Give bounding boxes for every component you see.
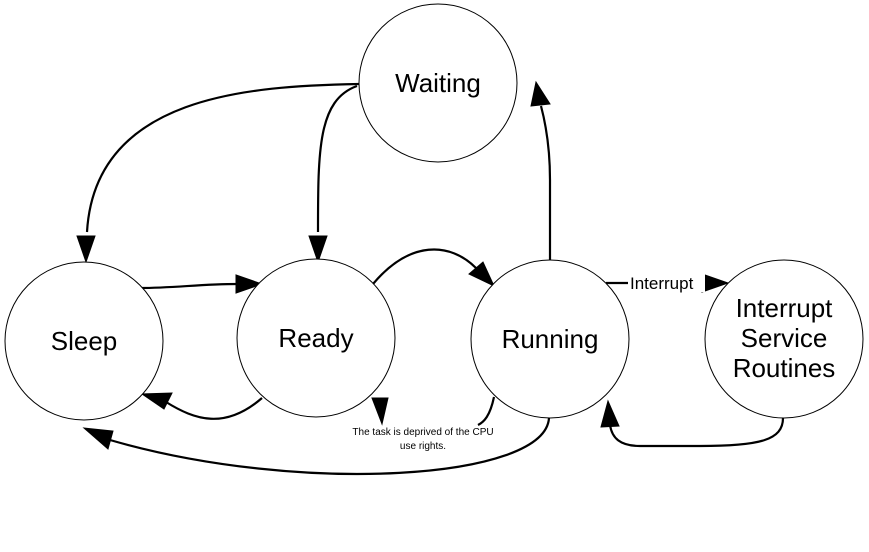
ready-circle xyxy=(236,258,396,418)
edge-waiting-to-sleep xyxy=(85,82,361,233)
state-isr: Interrupt Service Routines xyxy=(704,259,864,419)
isr-label-line-1: Interrupt xyxy=(736,293,834,323)
isr-label-line-3: Routines xyxy=(733,353,836,383)
edge-sleep-to-ready xyxy=(139,282,239,290)
arrowhead-waiting-to-sleep xyxy=(76,235,96,264)
interrupt-label-bg xyxy=(628,272,705,292)
edge-running-to-ready xyxy=(477,396,496,426)
state-ready: Ready xyxy=(236,258,396,418)
edge-isr-to-running xyxy=(608,417,785,448)
note-line-2: use rights. xyxy=(400,441,446,452)
edge-ready-to-sleep xyxy=(165,397,263,420)
arrowhead-ready-to-running xyxy=(468,261,496,288)
state-running: Running xyxy=(470,259,630,419)
arrowhead-running-to-sleep xyxy=(82,427,114,450)
arrowhead-isr-to-running xyxy=(600,399,620,428)
sleep-label: Sleep xyxy=(51,326,118,356)
state-sleep: Sleep xyxy=(4,261,164,421)
isr-label-line-2: Service xyxy=(741,323,828,353)
ready-label: Ready xyxy=(278,323,353,353)
edge-ready-to-running xyxy=(372,248,477,285)
edge-running-to-waiting xyxy=(539,105,552,262)
edge-running-to-sleep xyxy=(109,417,551,476)
arrowhead-running-to-ready xyxy=(371,397,389,426)
arrowhead-running-to-waiting xyxy=(530,80,551,107)
waiting-label: Waiting xyxy=(395,68,481,98)
state-waiting: Waiting xyxy=(358,3,518,163)
running-circle xyxy=(470,259,630,419)
arrowhead-sleep-to-ready xyxy=(235,274,264,294)
edge-waiting-to-ready xyxy=(316,84,358,233)
sleep-circle xyxy=(4,261,164,421)
running-label: Running xyxy=(502,324,599,354)
waiting-circle xyxy=(358,3,518,163)
interrupt-edge-label: Interrupt xyxy=(630,274,694,293)
isr-circle xyxy=(704,259,864,419)
arrowhead-waiting-to-ready xyxy=(308,235,328,264)
arrowhead-ready-to-sleep xyxy=(140,392,173,410)
note-line-1: The task is deprived of the CPU xyxy=(352,427,493,438)
